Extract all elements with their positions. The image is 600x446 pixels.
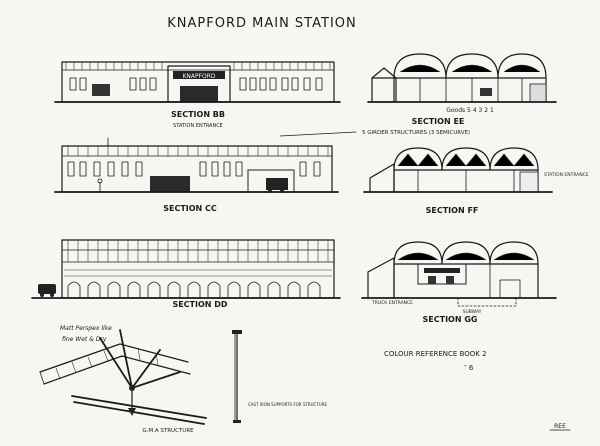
cast-iron-column: [232, 330, 242, 423]
station-sign: KNAPFORD: [182, 73, 215, 80]
gma-structure-sketch: [39, 329, 207, 425]
section-bb-label: SECTION BB: [171, 110, 225, 119]
subway-label: SUBWAY: [463, 309, 482, 315]
section-dd-elevation: [31, 239, 341, 299]
section-cc-label: SECTION CC: [163, 204, 217, 213]
section-gg-label: SECTION GG: [423, 315, 478, 324]
ee-track-numbers: Goods 5 4 3 2 1: [446, 107, 494, 114]
ff-station-entrance-label: STATION ENTRANCE: [544, 172, 589, 178]
section-cc-elevation: [54, 145, 339, 193]
station-entrance-label: STATION ENTRANCE: [173, 123, 223, 129]
roof-note-line1: Matt Perspex like: [60, 325, 112, 332]
drawing-initials: REE: [554, 423, 566, 430]
girder-leader-line: [279, 131, 357, 137]
gma-structure-label: G.M.A STRUCTURE: [142, 428, 194, 434]
roof-note-line2: fine Wet & Dry: [62, 336, 107, 343]
section-bb-elevation: KNAPFORD: [54, 61, 341, 103]
girder-note: 5 GIRDER STRUCTURES (3 SEMICURVE): [362, 130, 470, 136]
colour-reference-line2: ″ 6: [464, 364, 474, 372]
section-dd-label: SECTION DD: [172, 300, 227, 309]
section-ff-elevation: [363, 147, 553, 193]
colour-reference-line1: COLOUR REFERENCE BOOK 2: [384, 350, 487, 358]
section-ee-elevation: [367, 53, 557, 103]
section-ee-label: SECTION EE: [412, 117, 465, 126]
truck-entrance-label: TRUCK ENTRANCE: [371, 300, 413, 306]
section-gg-elevation: [361, 241, 557, 307]
section-ff-label: SECTION FF: [426, 206, 479, 215]
cast-iron-note: CAST IRON SUPPORTS FOR STRUCTURE: [248, 402, 327, 407]
drawing-title: KNAPFORD MAIN STATION: [167, 16, 356, 31]
